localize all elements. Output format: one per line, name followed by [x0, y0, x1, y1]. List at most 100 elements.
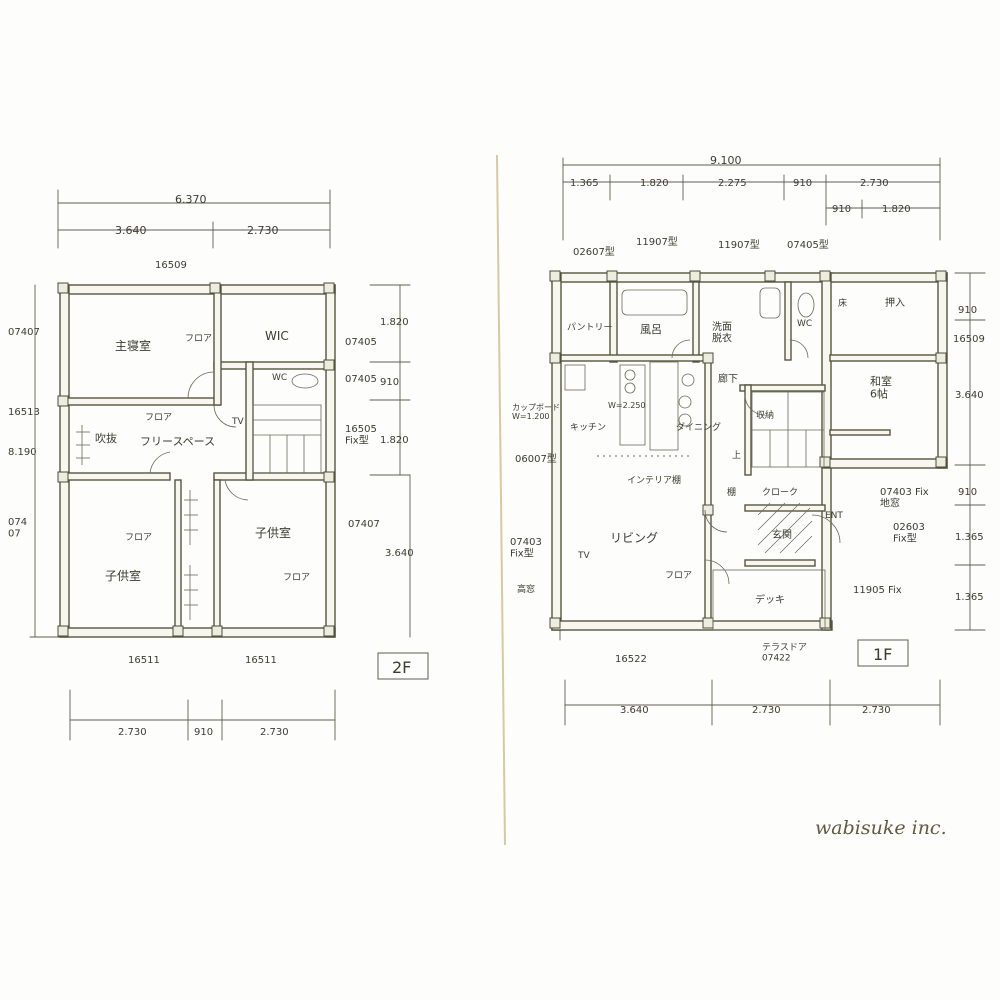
- floor2-label: 2F: [392, 658, 411, 677]
- room-closet: 押入: [885, 296, 905, 309]
- floor1-columns: [549, 270, 947, 629]
- room-dining: ダイニング: [676, 421, 721, 433]
- floor2-dim-top: [57, 189, 331, 249]
- room-child-right: 子供室: [255, 525, 291, 540]
- floor2-toilet-icon: [291, 373, 319, 389]
- floor2-dim-right: [369, 284, 411, 638]
- floor2-dim-right-3: 1.820: [380, 435, 409, 446]
- floor1-dim-top-3: 2.275: [718, 178, 747, 189]
- room-wc: WC: [272, 373, 287, 383]
- floor1-dim-bottom-2: 2.730: [752, 705, 781, 716]
- floor1-dim-top-1: 1.365: [570, 178, 599, 189]
- floor2-window-right-2: 07405: [345, 374, 377, 385]
- room-free-space: フリースペース: [140, 435, 215, 448]
- floor1-dim-right-2: 3.640: [955, 390, 984, 401]
- floor2-dim-right-1: 1.820: [380, 317, 409, 328]
- room-cloak: クローク: [762, 487, 798, 498]
- floor2-window-left-3: 8.190: [8, 447, 37, 458]
- floor1-window-top-1: 02607型: [573, 245, 615, 258]
- floor1-window-right-4: 11905 Fix: [853, 585, 902, 596]
- floor2-flooring-4: フロア: [283, 573, 310, 583]
- floor2-dim-top-1: 3.640: [115, 224, 147, 237]
- floor1-dim-right-4: 1.365: [955, 532, 984, 543]
- floor2-dim-right-2: 910: [380, 377, 399, 388]
- floor1-ent: ENT: [825, 511, 843, 521]
- floor1-window-bottom-1: 16522: [615, 654, 647, 665]
- floor2-dim-total: 6.370: [175, 193, 207, 206]
- room-child-left: 子供室: [105, 568, 141, 583]
- floor2-stairs: [252, 404, 322, 474]
- floor1-label: 1F: [873, 645, 892, 664]
- floor1-stairs: [751, 391, 825, 468]
- floor2-dim-left: [29, 284, 71, 638]
- floor1-dim-total: 9.100: [710, 154, 742, 167]
- floor1-kitchen-width: W=2.250: [608, 401, 646, 410]
- floor1-dim-bottom: [564, 679, 941, 726]
- room-storage: 収納: [756, 409, 774, 421]
- floor1-dim-top2-2: 1.820: [882, 204, 911, 215]
- room-toko: 床: [838, 297, 847, 309]
- floor1-interior-shelf: インテリア棚: [627, 474, 681, 486]
- floor2-window-right-4: 07407: [348, 519, 380, 530]
- page-fold-line: [496, 154, 506, 846]
- floor1-dim-top-5: 2.730: [860, 178, 889, 189]
- floor1-flooring: フロア: [665, 571, 692, 581]
- floor2-dim-right-total: 3.640: [385, 548, 414, 559]
- floor1-tv: TV: [577, 551, 590, 561]
- floor2-window-right-1: 07405: [345, 337, 377, 348]
- room-master-bedroom: 主寝室: [115, 338, 151, 353]
- room-pantry: パントリー: [567, 322, 612, 333]
- room-washroom: 洗面脱衣: [712, 321, 732, 345]
- room-hall-1f: 廊下: [718, 372, 738, 385]
- floor1-window-right-1: 16509: [953, 334, 985, 345]
- floor-2-plan: 6.370 3.640 2.730: [8, 189, 429, 741]
- floor2-flooring-1: フロア: [185, 334, 212, 344]
- floor1-dim-right: [954, 272, 986, 631]
- floor2-doors: [149, 371, 249, 501]
- floor1-window-top-3: 11907型: [718, 238, 760, 251]
- room-entrance: 玄関: [772, 528, 792, 541]
- floor1-dim-right-3: 910: [958, 487, 977, 498]
- floor1-window-left-3: 高窓: [517, 583, 535, 595]
- floor1-dim-bottom-3: 2.730: [862, 705, 891, 716]
- floor1-dim-right-5: 1.365: [955, 592, 984, 603]
- floor1-dim-top-4: 910: [793, 178, 812, 189]
- room-deck: デッキ: [755, 593, 785, 606]
- floor1-doors: [671, 339, 841, 585]
- floor2-label-box: [377, 652, 429, 680]
- floor2-dim-bottom-1: 2.730: [118, 727, 147, 738]
- floor2-window-left-1: 07407: [8, 327, 40, 338]
- floor2-dim-bottom: [69, 689, 336, 741]
- floor2-window-left-2: 16513: [8, 407, 40, 418]
- floor1-dim-top: [562, 157, 941, 241]
- room-hall: 吹抜: [95, 431, 117, 445]
- room-wc-1f: WC: [797, 319, 812, 329]
- floor1-window-top-4: 07405型: [787, 238, 829, 251]
- floor1-label-box: [857, 639, 909, 667]
- floor1-deck-outline: [712, 569, 826, 631]
- floor2-dim-top-2: 2.730: [247, 224, 279, 237]
- floor-1-plan: 9.100 1.365 1.820 2.275 910 2.730 910 1.…: [510, 154, 986, 726]
- floor1-up: 上: [732, 450, 741, 461]
- room-wic: WIC: [265, 329, 289, 343]
- floor2-flooring-2: フロア: [145, 413, 172, 423]
- floor1-entrance-hatch: [757, 502, 813, 554]
- room-kitchen: キッチン: [570, 422, 606, 433]
- signature: wabisuke inc.: [815, 817, 947, 839]
- floor2-closet-marks: [76, 425, 198, 620]
- floor1-dim-top2-1: 910: [832, 204, 851, 215]
- floor2-window-bottom-1: 16511: [128, 655, 160, 666]
- floor2-dim-bottom-3: 2.730: [260, 727, 289, 738]
- floor1-window-left-1: 06007型: [515, 452, 557, 465]
- floor2-columns: [57, 282, 335, 637]
- floor1-dim-bottom-1: 3.640: [620, 705, 649, 716]
- floor1-dim-right-1: 910: [958, 305, 977, 316]
